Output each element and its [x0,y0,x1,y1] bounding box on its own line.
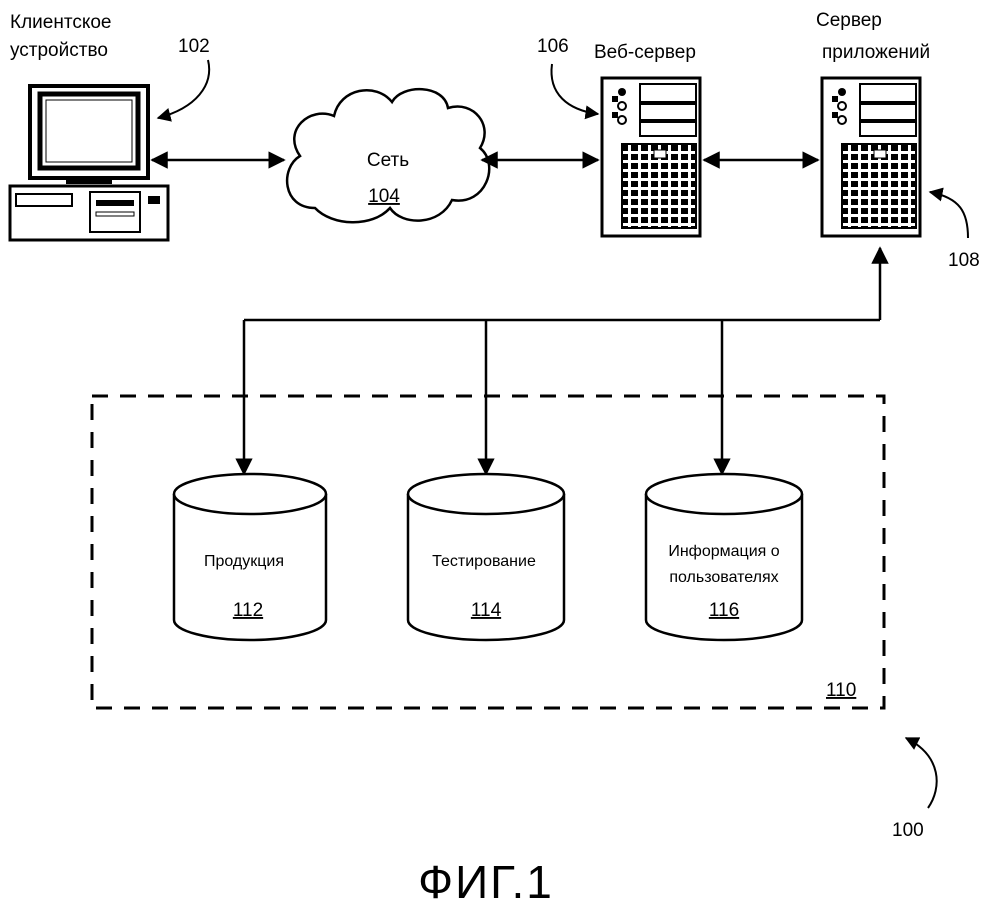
client-label-line2: устройство [10,40,108,61]
database-ref: 116 [709,600,739,621]
system-ref-leader [906,738,937,808]
app-server-ref: 108 [948,250,980,271]
client-label-line1: Клиентское [10,12,111,33]
database-label: Продукция [204,553,284,570]
database-label-line2: пользователях [669,569,778,586]
server-tower-icon [602,78,700,236]
figure-caption: ФИГ.1 [418,856,554,908]
server-tower-icon [822,78,920,236]
database-production: Продукция 112 [174,474,326,640]
client-ref-leader [158,60,209,118]
web-server: 106 Веб-сервер [537,36,700,236]
app-server-ref-leader [930,192,968,238]
database-ref: 114 [471,600,502,621]
app-server-label-line1: Сервер [816,10,882,31]
system-ref: 100 [892,820,924,841]
web-server-label: Веб-сервер [594,42,696,63]
data-bus [244,248,880,474]
database-testing: Тестирование 114 [408,474,564,640]
database-ref: 112 [233,600,263,621]
application-server: Сервер приложений 108 [816,10,980,271]
client-device: Клиентское устройство 102 [10,12,210,240]
app-server-label-line2: приложений [822,42,930,63]
desktop-case-icon [10,186,168,240]
web-server-ref-leader [551,64,598,114]
database-label-line1: Информация о [668,543,779,560]
network-cloud: Сеть 104 [287,89,489,222]
web-server-ref: 106 [537,36,569,57]
network-label: Сеть [367,150,409,171]
client-ref: 102 [178,36,210,57]
storage-group-ref: 110 [826,680,856,701]
computer-monitor-icon [30,86,148,184]
database-user-info: Информация о пользователях 116 [646,474,802,640]
network-ref: 104 [368,186,400,207]
database-label: Тестирование [432,553,536,570]
